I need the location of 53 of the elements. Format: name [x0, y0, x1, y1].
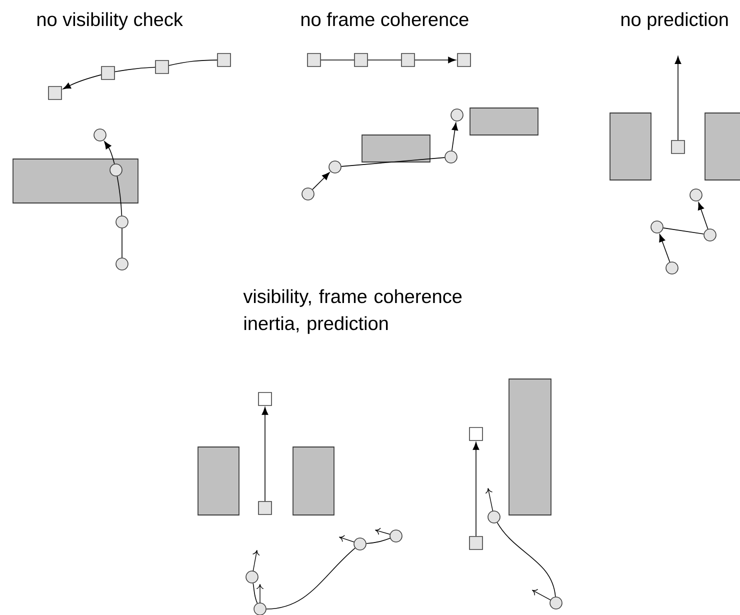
- waypoint-circle: [488, 510, 500, 524]
- arrow: [104, 141, 115, 164]
- waypoint-square: [258, 392, 272, 406]
- waypoint-square: [457, 53, 471, 67]
- waypoint-circle: [246, 570, 258, 584]
- waypoint-circle: [444, 150, 458, 164]
- waypoint-circle: [704, 228, 716, 242]
- arrow: [414, 56, 456, 64]
- waypoint-circle: [354, 538, 366, 550]
- waypoint-square: [217, 53, 231, 67]
- waypoint-circle: [666, 262, 678, 274]
- waypoint-square: [101, 66, 115, 80]
- waypoint-square: [469, 536, 483, 550]
- obstacle-box: [198, 446, 240, 516]
- waypoint-square: [671, 140, 685, 154]
- arrow: [312, 172, 330, 190]
- waypoint-circle: [550, 596, 562, 610]
- arrow: [472, 442, 480, 536]
- waypoint-circle: [116, 258, 128, 270]
- waypoint-circle: [690, 188, 702, 202]
- waypoint-square: [401, 53, 415, 67]
- waypoint-square: [469, 427, 483, 441]
- waypoint-circle: [302, 188, 314, 200]
- waypoint-square: [354, 53, 368, 67]
- arrow: [62, 74, 102, 90]
- waypoint-square: [258, 501, 272, 515]
- caption-text: no visibility check: [37, 12, 183, 30]
- caption-text: visibility, frame coherence inertia, prediction: [243, 289, 462, 334]
- arrow: [262, 407, 268, 502]
- caption-text: no prediction: [621, 12, 728, 30]
- waypoint-circle: [390, 530, 402, 542]
- waypoint-square: [48, 86, 62, 100]
- obstacle-box: [12, 158, 138, 204]
- waypoint-circle: [328, 160, 342, 174]
- waypoint-square: [155, 60, 169, 74]
- obstacle-box: [362, 134, 430, 162]
- arrow: [452, 122, 458, 152]
- waypoint-circle: [110, 164, 122, 176]
- waypoint-circle: [650, 220, 664, 234]
- caption-text: no frame coherence: [301, 12, 468, 26]
- waypoint-square: [307, 53, 321, 67]
- waypoint-circle: [116, 216, 128, 228]
- obstacle-box: [470, 108, 538, 136]
- arrow: [659, 234, 670, 262]
- waypoint-circle: [254, 602, 266, 615]
- waypoint-circle: [450, 108, 464, 122]
- arrow: [698, 202, 708, 230]
- obstacle-box: [704, 112, 740, 180]
- arrow: [674, 56, 682, 140]
- obstacle-box: [610, 112, 652, 180]
- waypoint-circle: [94, 128, 106, 142]
- obstacle-box: [508, 378, 552, 516]
- obstacle-box: [292, 446, 334, 516]
